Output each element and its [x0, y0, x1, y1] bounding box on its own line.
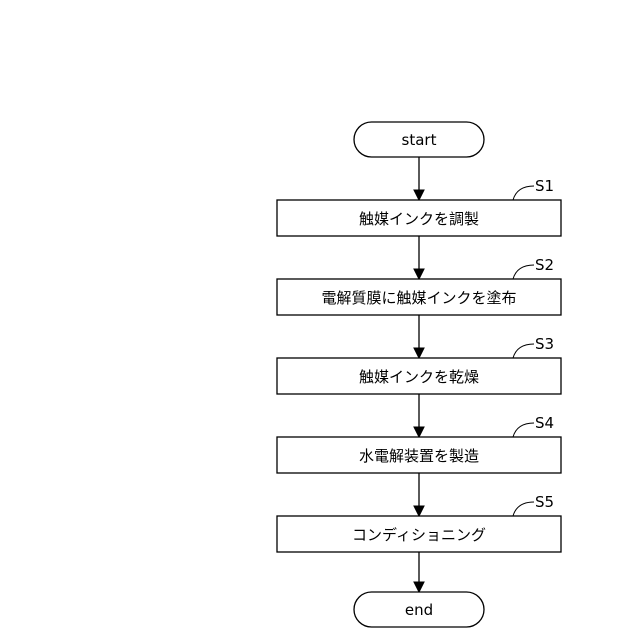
step-label-leader — [513, 265, 534, 279]
end-terminal: end — [354, 592, 484, 627]
step-label-leader — [513, 502, 534, 516]
step-text: 触媒インクを調製 — [359, 210, 479, 228]
step-text: コンディショニング — [352, 526, 486, 544]
step-label: S1 — [535, 177, 554, 195]
start-terminal: start — [354, 122, 484, 157]
step-label: S2 — [535, 256, 554, 274]
step-text: 触媒インクを乾燥 — [359, 368, 479, 386]
step-label: S5 — [535, 493, 554, 511]
start-label: start — [402, 131, 437, 149]
step-label-leader — [513, 186, 534, 200]
step-label: S3 — [535, 335, 554, 353]
step-text: 電解質膜に触媒インクを塗布 — [321, 289, 516, 307]
step-label-leader — [513, 344, 534, 358]
step-label: S4 — [535, 414, 554, 432]
end-label: end — [405, 601, 433, 619]
step-text: 水電解装置を製造 — [359, 447, 479, 465]
step-label-leader — [513, 423, 534, 437]
